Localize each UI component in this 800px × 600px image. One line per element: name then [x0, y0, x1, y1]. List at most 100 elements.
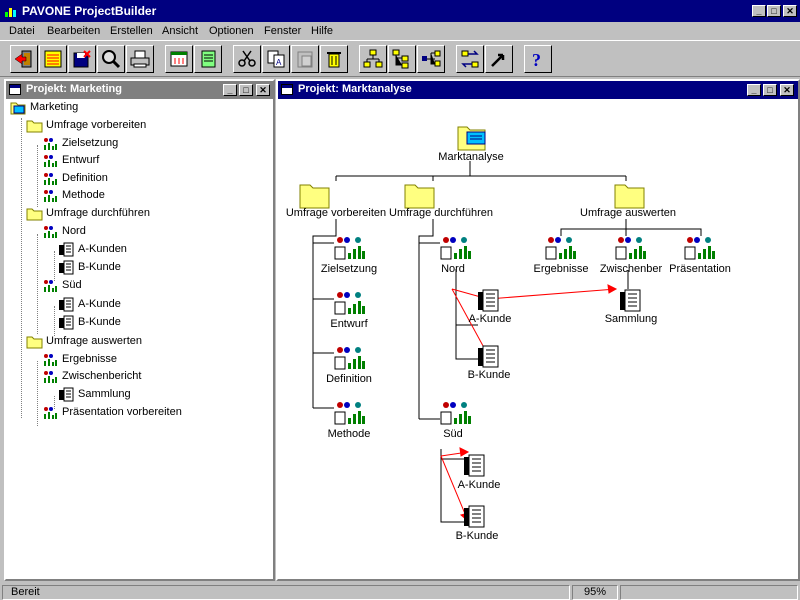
- node-document-label[interactable]: A-Kunde: [468, 313, 512, 325]
- team-task-icon: [44, 226, 57, 238]
- close-button[interactable]: ✕: [783, 5, 797, 17]
- node-task-label[interactable]: Ergebnisse: [533, 263, 589, 275]
- document-icon: [59, 387, 74, 402]
- marktanalyse-window-title: Projekt: Marktanalyse: [298, 83, 412, 95]
- team-task-icon: [440, 237, 471, 260]
- notes-icon: [201, 50, 216, 68]
- team-task-icon: [44, 371, 57, 383]
- marketing-window-titlebar: Projekt: Marketing _ □ ✕: [6, 81, 273, 99]
- menu-erstellen[interactable]: Erstellen: [110, 25, 153, 37]
- node-task-label[interactable]: Zielsetzung: [320, 263, 378, 275]
- save-icon: [73, 50, 91, 68]
- child-minimize-button[interactable]: _: [223, 84, 237, 96]
- team-task-icon: [44, 155, 57, 167]
- child-close-button[interactable]: ✕: [780, 84, 794, 96]
- org-chart-button[interactable]: [359, 45, 387, 73]
- node-document-label[interactable]: Sammlung: [604, 313, 658, 325]
- org-chart-icon: [363, 49, 383, 68]
- team-task-icon: [44, 138, 57, 150]
- help-icon: ?: [532, 50, 541, 69]
- svg-text:?: ?: [532, 50, 541, 69]
- notes-button[interactable]: [194, 45, 222, 73]
- copy-button[interactable]: A: [262, 45, 290, 73]
- node-group-label[interactable]: Umfrage durchführen: [389, 207, 493, 219]
- minimize-button[interactable]: _: [752, 5, 766, 17]
- team-task-icon: [334, 237, 365, 260]
- calendar-button[interactable]: [165, 45, 193, 73]
- exchange-icon: [461, 50, 479, 68]
- copy-icon: A: [267, 50, 285, 68]
- exit-button[interactable]: [10, 45, 38, 73]
- menu-optionen[interactable]: Optionen: [209, 25, 254, 37]
- team-task-icon: [44, 280, 57, 292]
- menu-bearbeiten[interactable]: Bearbeiten: [47, 25, 101, 37]
- window-icon: [281, 84, 293, 95]
- tree-line: [21, 118, 22, 418]
- app-icon: [5, 8, 16, 17]
- node-document-label[interactable]: B-Kunde: [455, 530, 499, 542]
- print-icon: [130, 50, 150, 68]
- paste-button[interactable]: [291, 45, 319, 73]
- team-task-icon: [44, 407, 57, 419]
- menu-datei[interactable]: Datei: [9, 25, 35, 37]
- node-task-label[interactable]: Entwurf: [330, 318, 368, 330]
- node-task-label[interactable]: Süd: [443, 428, 463, 440]
- tree-line: [37, 361, 38, 426]
- menu-hilfe[interactable]: Hilfe: [311, 25, 334, 37]
- tree-line: [54, 396, 55, 409]
- node-group-label[interactable]: Umfrage vorbereiten: [285, 207, 387, 219]
- child-maximize-button[interactable]: □: [239, 84, 253, 96]
- document-icon: [59, 297, 74, 312]
- folder-icon: [614, 184, 645, 209]
- delete-button[interactable]: [320, 45, 348, 73]
- list-icon: [44, 50, 62, 68]
- tree-button[interactable]: [388, 45, 416, 73]
- node-task-label[interactable]: Nord: [441, 263, 465, 275]
- team-task-icon: [44, 190, 57, 202]
- exit-icon: [14, 50, 32, 68]
- node-document-label[interactable]: B-Kunde: [467, 369, 511, 381]
- flow-button[interactable]: [417, 45, 445, 73]
- menu-fenster[interactable]: Fenster: [264, 25, 302, 37]
- team-task-icon: [684, 237, 715, 260]
- node-group-label[interactable]: Umfrage auswerten: [580, 207, 676, 219]
- node-root-label[interactable]: Marktanalyse: [438, 151, 504, 163]
- child-minimize-button[interactable]: _: [747, 84, 761, 96]
- team-task-icon: [44, 173, 57, 185]
- child-close-button[interactable]: ✕: [256, 84, 270, 96]
- node-task-label[interactable]: Methode: [327, 428, 371, 440]
- save-button[interactable]: [68, 45, 96, 73]
- pointer-icon: [491, 53, 505, 67]
- help-button[interactable]: ?: [524, 45, 552, 73]
- pointer-button[interactable]: [485, 45, 513, 73]
- print-button[interactable]: [126, 45, 154, 73]
- exchange-button[interactable]: [456, 45, 484, 73]
- team-task-icon: [440, 402, 471, 425]
- tree-line: [37, 145, 38, 207]
- node-task-label[interactable]: Präsentation: [669, 263, 731, 275]
- document-icon: [478, 345, 499, 368]
- tree-line: [54, 306, 55, 336]
- maximize-button[interactable]: □: [767, 5, 781, 17]
- team-task-icon: [615, 237, 646, 260]
- node-document-label[interactable]: A-Kunde: [457, 479, 501, 491]
- child-maximize-button[interactable]: □: [763, 84, 777, 96]
- project-diagram: Marktanalyse Umfrage vorbereiten Umfrage…: [278, 99, 798, 579]
- list-button[interactable]: [39, 45, 67, 73]
- cut-button[interactable]: [233, 45, 261, 73]
- team-task-icon: [334, 402, 365, 425]
- zoom-button[interactable]: [97, 45, 125, 73]
- document-icon: [464, 454, 485, 477]
- status-text: Bereit: [2, 585, 570, 600]
- node-task-label[interactable]: Zwischenber: [599, 263, 663, 275]
- team-task-icon: [334, 347, 365, 370]
- node-task-label[interactable]: Definition: [326, 373, 372, 385]
- window-icon: [9, 84, 21, 95]
- menu-ansicht[interactable]: Ansicht: [162, 25, 199, 37]
- cut-icon: [238, 50, 256, 67]
- folder-icon: [26, 120, 43, 133]
- flow-icon: [422, 50, 441, 67]
- zoom-icon: [102, 50, 121, 69]
- folder-open-icon: [10, 102, 26, 115]
- document-icon: [620, 289, 641, 312]
